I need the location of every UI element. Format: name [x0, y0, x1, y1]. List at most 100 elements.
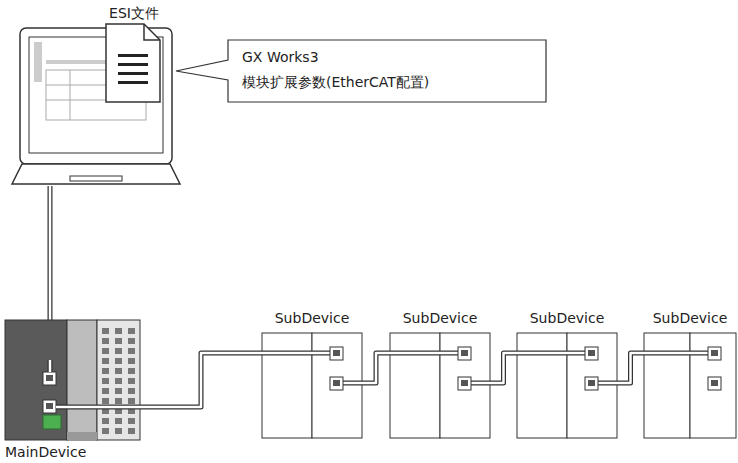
port-socket [46, 403, 53, 409]
document-line [118, 63, 148, 66]
subdevice-half [312, 333, 362, 438]
port-socket [588, 350, 595, 356]
ethercat-cable [362, 353, 390, 383]
ethernet-port [458, 347, 471, 360]
node-outline [5, 320, 140, 440]
terminal-block [97, 320, 140, 440]
parameter-name: 模块扩展参数(EtherCAT配置) [242, 73, 429, 91]
ethernet-port [43, 400, 56, 413]
terminal [115, 328, 122, 334]
main-device: MainDevice [5, 320, 140, 440]
subdevice-half [262, 333, 312, 438]
esi-document [106, 24, 160, 102]
device-label: SubDevice [530, 309, 605, 327]
node-outline [644, 333, 736, 438]
cable-stub-core [644, 352, 714, 355]
cable-stub-core [517, 352, 591, 355]
terminal [115, 418, 122, 424]
cable-stub [390, 351, 464, 356]
terminal [128, 368, 135, 374]
device-label: SubDevice [275, 309, 350, 327]
terminal [128, 328, 135, 334]
terminal [102, 428, 109, 434]
callout-outline [176, 40, 546, 102]
terminal [115, 388, 122, 394]
power-connector [43, 415, 61, 429]
terminal [102, 338, 109, 344]
laptop-touchpad [70, 176, 122, 181]
subdevice-box: SubDevice [644, 333, 736, 438]
window-bar [46, 60, 106, 64]
file-label: ESI文件 [109, 4, 159, 22]
cpu-body [5, 320, 67, 440]
node-outline [390, 333, 490, 438]
ethercat-cable [617, 353, 644, 383]
port-socket [333, 350, 340, 356]
terminal [115, 368, 122, 374]
terminal [115, 348, 122, 354]
terminal [128, 388, 135, 394]
ethernet-port [585, 377, 598, 390]
ethernet-port [458, 377, 471, 390]
cable-stub-core [390, 352, 464, 355]
subdevice-half [567, 333, 617, 438]
subdevice-half [517, 333, 567, 438]
window-line [70, 70, 71, 120]
port-socket [46, 375, 53, 381]
cable [362, 353, 390, 383]
terminal [115, 358, 122, 364]
terminal [102, 328, 109, 334]
subdevice-half [390, 333, 440, 438]
terminal [102, 368, 109, 374]
device-label: MainDevice [5, 443, 86, 461]
ethernet-port [708, 347, 721, 360]
terminal [115, 428, 122, 434]
terminal [102, 358, 109, 364]
cable-core [617, 353, 644, 383]
port-socket [588, 380, 595, 386]
subdevice-half [440, 333, 490, 438]
cable [617, 353, 644, 383]
port-socket [461, 350, 468, 356]
callout-box: GX Works3 模块扩展参数(EtherCAT配置) [228, 40, 546, 102]
port-socket [333, 380, 340, 386]
terminal [128, 398, 135, 404]
cable-core [140, 353, 262, 407]
cable-stub-core [49, 360, 52, 372]
terminal [128, 418, 135, 424]
subdevice-box: SubDevice [517, 333, 617, 438]
terminal [128, 378, 135, 384]
window-sidebar [34, 42, 42, 82]
subdevice-half [644, 333, 690, 438]
port-socket [711, 350, 718, 356]
ethernet-port [585, 347, 598, 360]
terminal [128, 338, 135, 344]
cable-stub [48, 360, 53, 372]
terminal [128, 428, 135, 434]
terminal [128, 358, 135, 364]
software-name: GX Works3 [242, 48, 319, 66]
cpu-panel [67, 320, 97, 440]
cpu-foot [67, 432, 97, 440]
ethercat-cable [490, 353, 517, 383]
node-outline [517, 333, 617, 438]
node-outline [262, 333, 362, 438]
ethernet-port [708, 377, 721, 390]
cable-stub-core [56, 406, 140, 409]
document-line [118, 72, 148, 75]
cable-core [490, 353, 517, 383]
cable-stub [644, 351, 714, 356]
cable [490, 353, 517, 383]
device-label: SubDevice [653, 309, 728, 327]
cable [140, 353, 262, 407]
terminal [115, 338, 122, 344]
port-socket [461, 380, 468, 386]
cable-stub [517, 351, 591, 356]
cable-stub-core [262, 352, 336, 355]
terminal [102, 348, 109, 354]
ethercat-cable [140, 353, 262, 407]
ethernet-port [330, 377, 343, 390]
terminal [102, 378, 109, 384]
subdevice-box: SubDevice [390, 333, 490, 438]
